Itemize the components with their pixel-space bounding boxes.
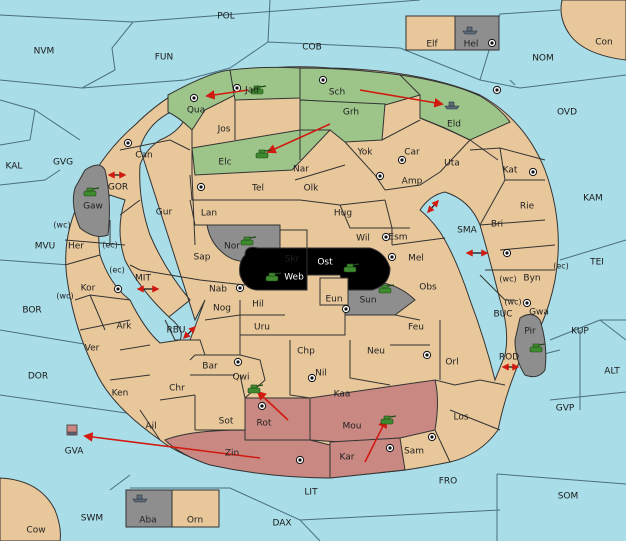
sc-jos-qua (189, 93, 199, 103)
sc-can (123, 138, 133, 148)
sma-channel (419, 191, 508, 382)
sc-sch (318, 75, 328, 85)
army-unit-nor[interactable] (240, 236, 257, 246)
order-arrow-kar-mou (364, 418, 387, 463)
order-arrows (83, 89, 444, 463)
sc-kat2 (492, 85, 502, 95)
supply-centers (113, 38, 538, 465)
fleet-unit-gva[interactable] (66, 424, 78, 436)
sc-nab (235, 283, 245, 293)
sc-neu (422, 350, 432, 360)
province-orn[interactable] (171, 489, 220, 528)
continent (64, 66, 559, 479)
order-arrow-rot-qwi (256, 390, 289, 421)
province-gaw[interactable] (72, 164, 110, 237)
army-unit-web[interactable] (265, 272, 282, 282)
province-aba[interactable] (125, 489, 173, 528)
sma-canal-arrow (427, 199, 439, 214)
sc-qwi (233, 357, 243, 367)
sc-mel (387, 252, 397, 262)
rbu-canal-arrow (182, 325, 197, 340)
order-arrow-jad-qua (205, 89, 249, 100)
army-unit-pir[interactable] (529, 343, 546, 353)
sc-sam (427, 432, 437, 442)
inner-channel (98, 194, 182, 344)
canal-arrows (107, 171, 520, 371)
sc-rie-byn (522, 298, 532, 308)
army-unit-qwi[interactable] (247, 384, 264, 394)
province-eun[interactable] (319, 277, 349, 306)
province-qua[interactable] (167, 69, 236, 131)
sc-kaa (307, 373, 317, 383)
army-unit-gaw[interactable] (83, 187, 100, 197)
fleet-unit-eld[interactable] (444, 101, 460, 110)
province-zin[interactable] (164, 429, 331, 479)
fleet-unit-hel[interactable] (462, 26, 478, 35)
province-elf[interactable] (405, 15, 456, 51)
army-unit-mou[interactable] (380, 415, 397, 425)
sc-hel (487, 38, 497, 48)
province-rot[interactable] (244, 397, 311, 441)
army-unit-ost[interactable] (343, 263, 360, 273)
sc-amp (397, 155, 407, 165)
sc-kar (385, 443, 395, 453)
province-pir[interactable] (514, 314, 547, 378)
army-unit-elc[interactable] (255, 149, 272, 159)
province-cow[interactable] (0, 477, 61, 541)
sc-byn (502, 248, 512, 258)
sc-yok (375, 171, 385, 181)
order-arrow-zin-gva (83, 432, 261, 459)
sc-zin (295, 455, 305, 465)
province-jad[interactable] (229, 66, 301, 101)
province-con[interactable] (560, 0, 626, 61)
province-borders (64, 100, 556, 463)
sc-kor (113, 284, 123, 294)
order-arrow-sch-eld (359, 89, 444, 108)
sc-kat (528, 167, 538, 177)
sc-eun (341, 304, 351, 314)
province-web[interactable] (239, 246, 308, 291)
sc-tel (196, 182, 206, 192)
army-unit-jad[interactable] (250, 85, 267, 95)
fleet-unit-aba[interactable] (132, 494, 148, 503)
army-unit-sun[interactable] (378, 284, 395, 294)
units (66, 26, 546, 503)
order-arrow-grh-elc (266, 123, 331, 154)
sc-rot (257, 401, 267, 411)
sc-wil (381, 232, 391, 242)
